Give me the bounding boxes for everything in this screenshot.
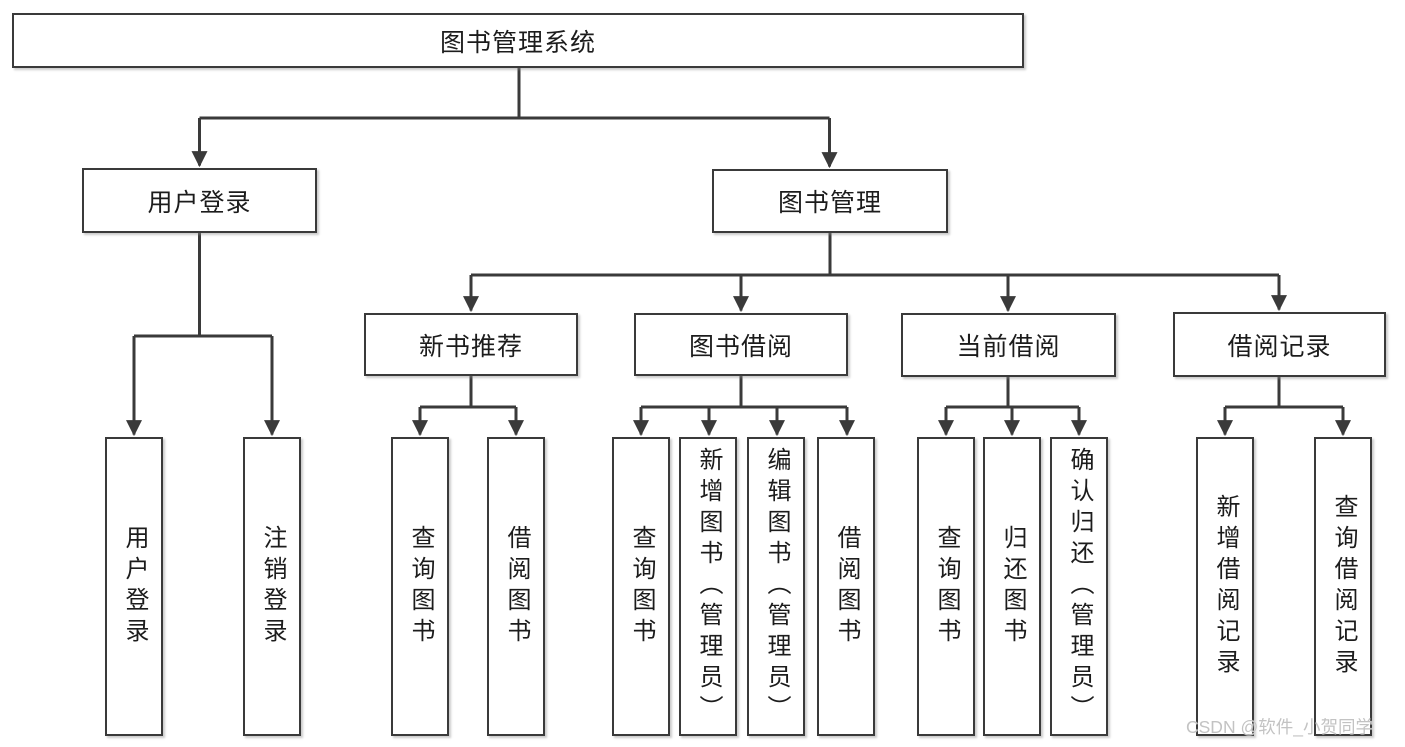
leaf-edit-books-admin: 编辑图书（管理员） — [747, 437, 805, 736]
leaf-query-books-3: 查询图书 — [917, 437, 975, 736]
leaf-query-borrow-record: 查询借阅记录 — [1314, 437, 1372, 736]
group-new-book-recommend: 新书推荐 — [364, 313, 578, 376]
leaf-query-books-2-label: 查询图书 — [628, 524, 655, 649]
leaf-confirm-return-admin: 确认归还（管理员） — [1050, 437, 1108, 736]
group-current-borrow: 当前借阅 — [901, 313, 1116, 377]
leaf-borrow-books-1: 借阅图书 — [487, 437, 545, 736]
leaf-add-borrow-record: 新增借阅记录 — [1196, 437, 1254, 736]
leaf-borrow-books-2: 借阅图书 — [817, 437, 875, 736]
leaf-add-books-admin: 新增图书（管理员） — [679, 437, 737, 736]
leaf-query-books-3-label: 查询图书 — [933, 524, 960, 649]
leaf-add-books-admin-label: 新增图书（管理员） — [695, 447, 722, 726]
leaf-edit-books-admin-label: 编辑图书（管理员） — [763, 447, 790, 726]
root-node-library-system: 图书管理系统 — [12, 13, 1024, 68]
leaf-add-borrow-record-label: 新增借阅记录 — [1212, 493, 1239, 680]
group-current-borrow-label: 当前借阅 — [956, 333, 1061, 361]
leaf-logout-label: 注销登录 — [259, 524, 286, 649]
group-new-book-recommend-label: 新书推荐 — [418, 332, 523, 361]
leaf-query-books-2: 查询图书 — [612, 437, 670, 736]
leaf-user-login: 用户登录 — [105, 437, 163, 736]
leaf-query-books-1-label: 查询图书 — [407, 524, 434, 649]
leaf-user-login-label: 用户登录 — [121, 524, 148, 649]
branch-user-login: 用户登录 — [82, 168, 317, 233]
leaf-return-books: 归还图书 — [983, 437, 1041, 736]
leaf-borrow-books-1-label: 借阅图书 — [503, 524, 530, 649]
csdn-watermark: CSDN @软件_小贺同学 — [1186, 717, 1373, 737]
branch-book-management: 图书管理 — [712, 169, 948, 233]
leaf-borrow-books-2-label: 借阅图书 — [833, 524, 860, 649]
leaf-logout: 注销登录 — [243, 437, 301, 736]
group-borrow-records-label: 借阅记录 — [1227, 332, 1332, 361]
group-borrow-records: 借阅记录 — [1173, 312, 1386, 377]
leaf-query-books-1: 查询图书 — [391, 437, 449, 736]
leaf-query-borrow-record-label: 查询借阅记录 — [1330, 493, 1357, 680]
branch-user-login-label: 用户登录 — [147, 188, 252, 217]
leaf-return-books-label: 归还图书 — [999, 524, 1026, 649]
group-book-borrow-label: 图书借阅 — [688, 332, 793, 361]
branch-book-management-label: 图书管理 — [777, 189, 882, 217]
leaf-confirm-return-admin-label: 确认归还（管理员） — [1066, 447, 1093, 726]
root-node-label: 图书管理系统 — [439, 28, 596, 57]
group-book-borrow: 图书借阅 — [634, 313, 848, 376]
